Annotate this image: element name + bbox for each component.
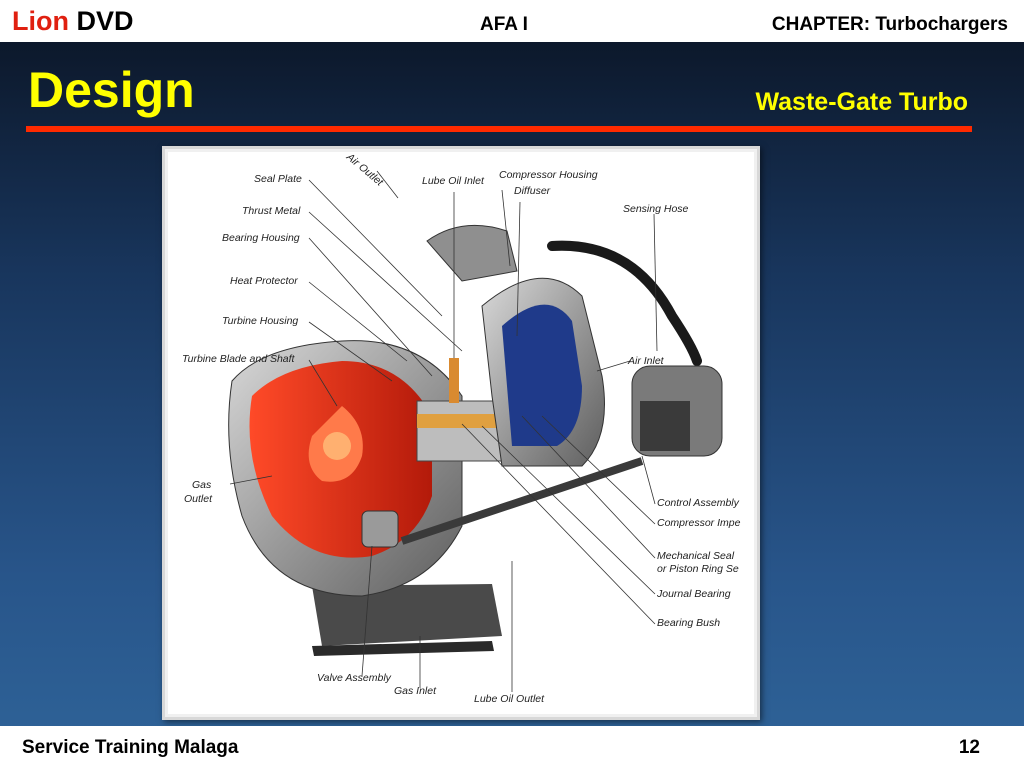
turbo-diagram-frame: Seal Plate Air Outlet Lube Oil Inlet Com… [162,146,760,720]
label-turbine-housing: Turbine Housing [222,315,298,327]
label-valve-assembly: Valve Assembly [317,672,392,684]
label-gas-inlet: Gas Inlet [394,685,437,697]
label-turbine-blade-shaft: Turbine Blade and Shaft [182,353,296,365]
page-number: 12 [958,737,980,758]
turbo-cutaway-diagram: Seal Plate Air Outlet Lube Oil Inlet Com… [182,150,741,705]
brand-lion: Lion [12,6,69,36]
label-journal-bearing: Journal Bearing [656,588,731,600]
header-bar: Lion DVD AFA I CHAPTER: Turbochargers [0,0,1024,42]
valve-assembly-body [361,510,399,548]
flange-edge [312,641,494,656]
sensing-hose [547,240,702,366]
footer-title: Service Training Malaga [22,737,239,758]
actuator-spring [640,401,690,451]
label-compressor-housing: Compressor Housing [499,169,598,181]
label-bearing-housing: Bearing Housing [222,232,300,244]
label-sensing-hose: Sensing Hose [623,203,689,215]
label-compressor-impeller: Compressor Impe [657,517,741,529]
page-subtitle: Waste-Gate Turbo [755,88,968,116]
label-thrust-metal: Thrust Metal [242,205,301,217]
gas-inlet-flange [312,584,502,646]
label-piston-ring: or Piston Ring Se [657,563,739,575]
lube-oil-inlet-pipe [449,358,459,403]
label-gas: Gas [192,479,212,491]
label-lube-oil-outlet: Lube Oil Outlet [474,693,545,705]
label-diffuser: Diffuser [514,185,551,197]
label-lube-oil-inlet: Lube Oil Inlet [422,175,485,187]
footer-bar: Service Training Malaga 12 [0,726,1024,768]
label-control-assembly: Control Assembly [657,497,740,509]
compressor-blue-section [502,304,582,446]
title-divider [26,126,972,132]
label-mechanical-seal: Mechanical Seal [657,550,735,562]
course-label: AFA I [480,14,528,35]
shaft-bearing [417,414,502,428]
brand-logo: Lion DVD [12,6,134,36]
chapter-label: CHAPTER: Turbochargers [771,14,1008,35]
turbine-hub [323,432,351,460]
brand-dvd: DVD [76,6,134,36]
label-outlet: Outlet [184,493,213,505]
page-title: Design [28,62,195,118]
air-outlet-nozzle [426,224,518,282]
label-seal-plate: Seal Plate [254,173,302,185]
label-air-outlet: Air Outlet [343,150,386,189]
actuator-rod [400,457,644,545]
label-heat-protector: Heat Protector [230,275,298,287]
leader-lines [229,170,658,692]
label-air-inlet: Air Inlet [627,355,665,367]
label-bearing-bush: Bearing Bush [657,617,720,629]
